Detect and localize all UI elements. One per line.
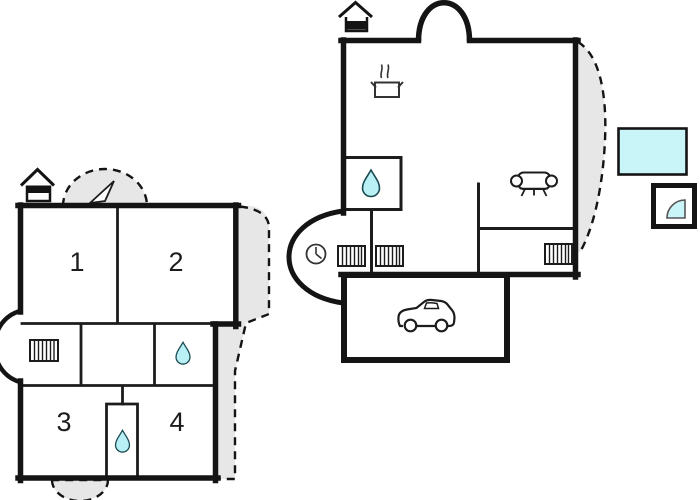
water-drop-icon — [175, 341, 191, 365]
cooking-pot-icon — [370, 64, 404, 98]
room-1-label: 1 — [69, 247, 84, 277]
room-4-label: 4 — [169, 407, 184, 437]
house-entrance-icon — [338, 0, 373, 33]
right-unit-outdoor-areas — [576, 40, 607, 253]
room-2-label: 2 — [168, 247, 183, 277]
radiator-icon — [337, 245, 366, 267]
pool-swatch — [617, 127, 688, 176]
terrace-right-band — [217, 206, 269, 479]
door-swing-arc — [0, 308, 21, 385]
clock-icon — [305, 243, 327, 265]
left-unit-outdoor-areas — [50, 167, 271, 500]
right-unit-interior-walls — [342, 156, 575, 274]
entrance-step-semicircle — [50, 478, 110, 500]
terrace-top-semicircle — [61, 167, 149, 208]
legend — [617, 127, 697, 229]
terrace-right-curve — [576, 41, 606, 252]
left-unit-interior-walls — [20, 206, 236, 481]
arched-entrance — [415, 0, 473, 42]
house-entrance-icon — [19, 167, 56, 203]
radiator-icon — [29, 339, 59, 362]
bathroom-box — [105, 402, 139, 481]
north-needle-icon — [87, 180, 115, 205]
terrace-right-curve-dashed-edge — [577, 40, 607, 253]
radiator-icon — [375, 245, 404, 267]
sofa-icon — [510, 171, 558, 197]
left-unit: 1 2 3 4 — [0, 167, 242, 484]
water-drop-icon — [114, 429, 131, 453]
bay-bump-arc — [286, 208, 344, 306]
room-3-label: 3 — [56, 407, 71, 437]
water-drop-icon — [361, 168, 381, 198]
right-unit — [286, 0, 581, 363]
shower-icon — [651, 183, 697, 229]
radiator-icon — [544, 243, 573, 265]
car-icon — [397, 298, 456, 333]
terrace-right-band-dashed-edge — [218, 205, 271, 481]
left-unit-outer-walls — [15, 202, 242, 484]
